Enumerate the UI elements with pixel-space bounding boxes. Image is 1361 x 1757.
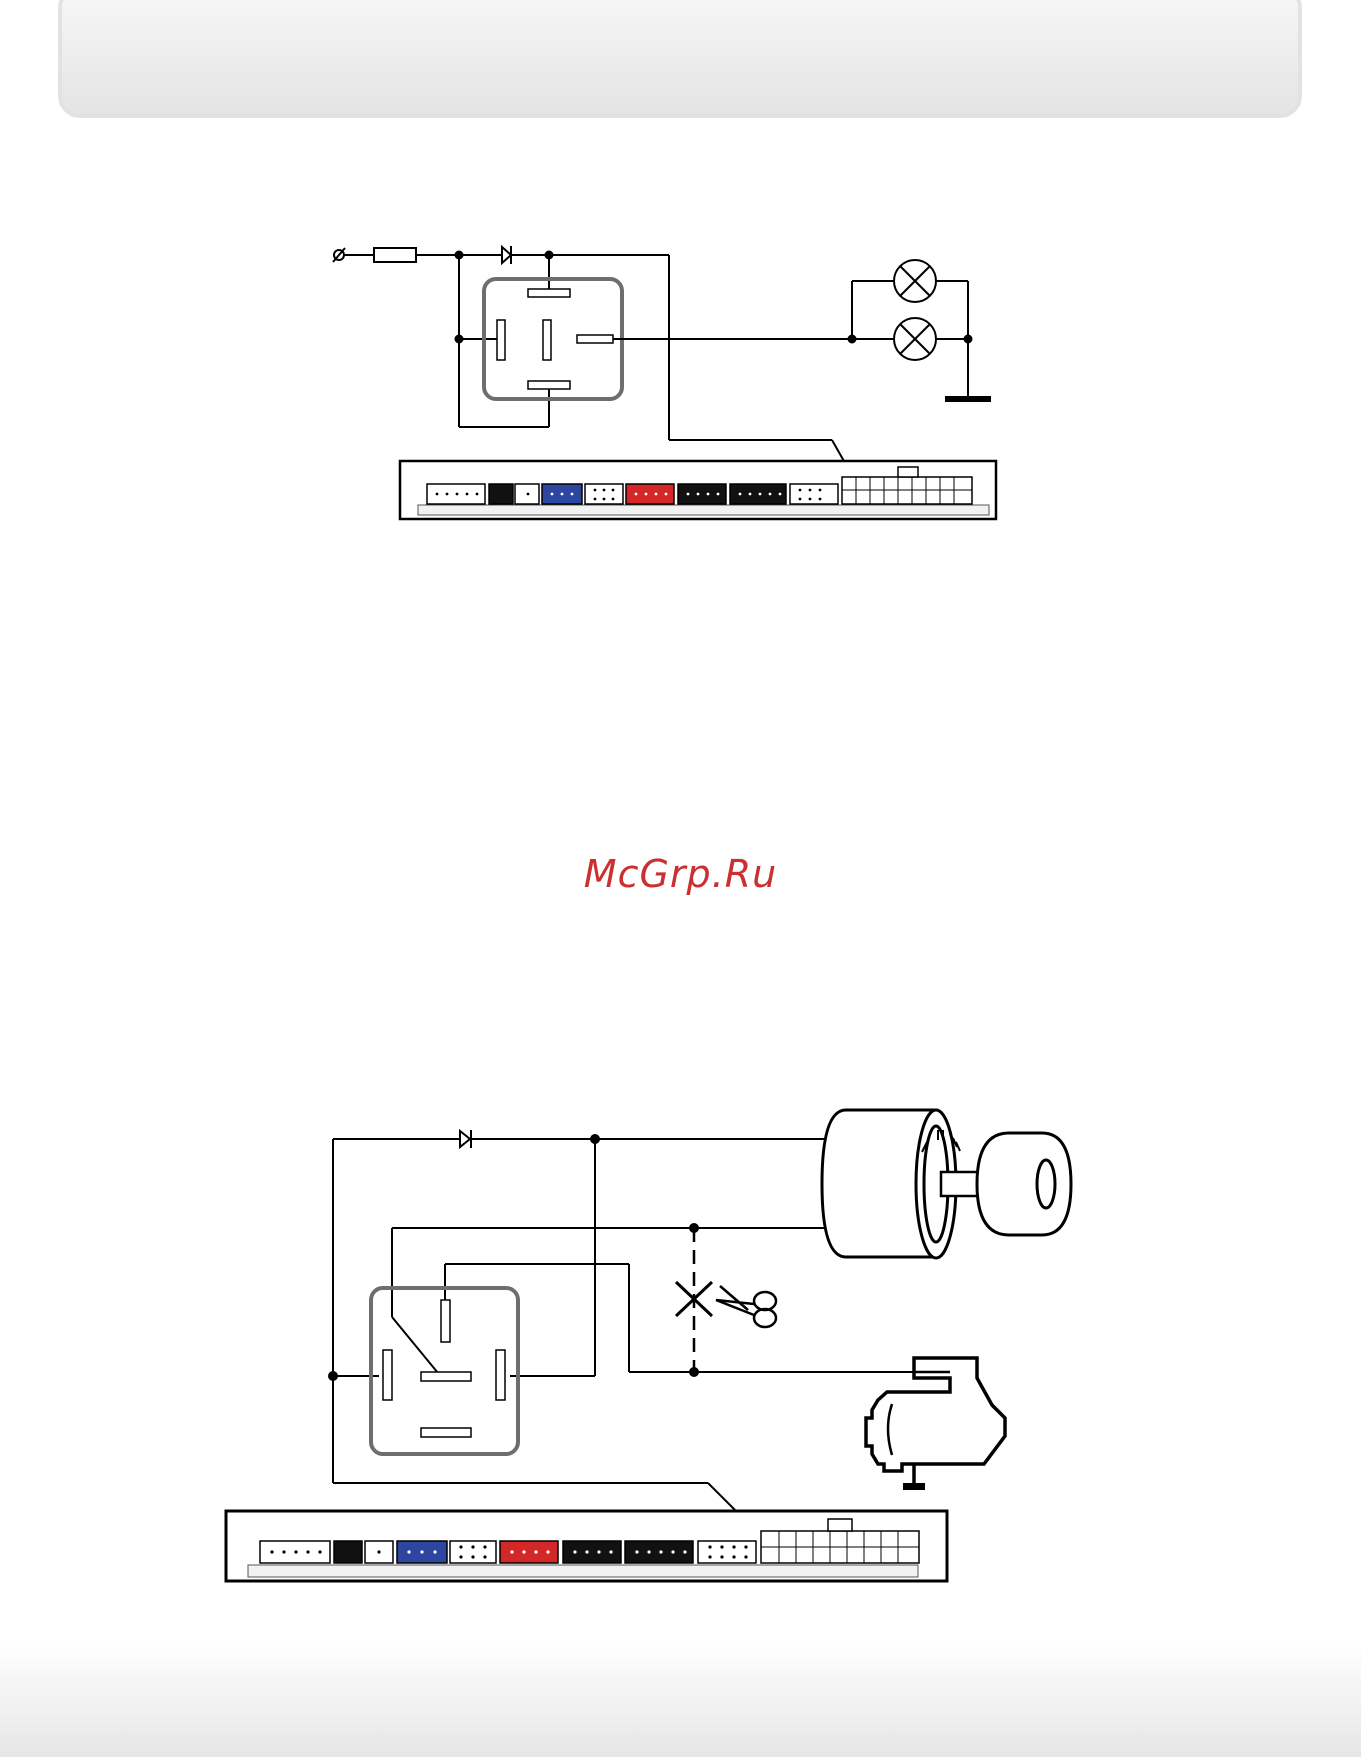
diode-icon: [460, 1130, 471, 1148]
ground-icon: [903, 1483, 925, 1490]
ignition-switch-icon: [822, 1110, 979, 1258]
key-icon: [977, 1133, 1071, 1235]
lamp-icon: [894, 318, 936, 360]
diagram-top: [333, 246, 991, 493]
fuse-icon: [374, 248, 416, 262]
alarm-unit-connector: [400, 461, 996, 519]
lamp-icon: [894, 260, 936, 302]
cut-mark-icon: [676, 1282, 712, 1316]
alarm-unit-connector: [226, 1511, 947, 1581]
diode-icon: [502, 246, 511, 264]
scissors-icon: [716, 1286, 776, 1327]
power-input-icon: [333, 248, 345, 262]
watermark: McGrp.Ru: [0, 852, 1361, 896]
starter-motor-icon: [866, 1358, 1005, 1488]
ground-icon: [945, 396, 991, 402]
